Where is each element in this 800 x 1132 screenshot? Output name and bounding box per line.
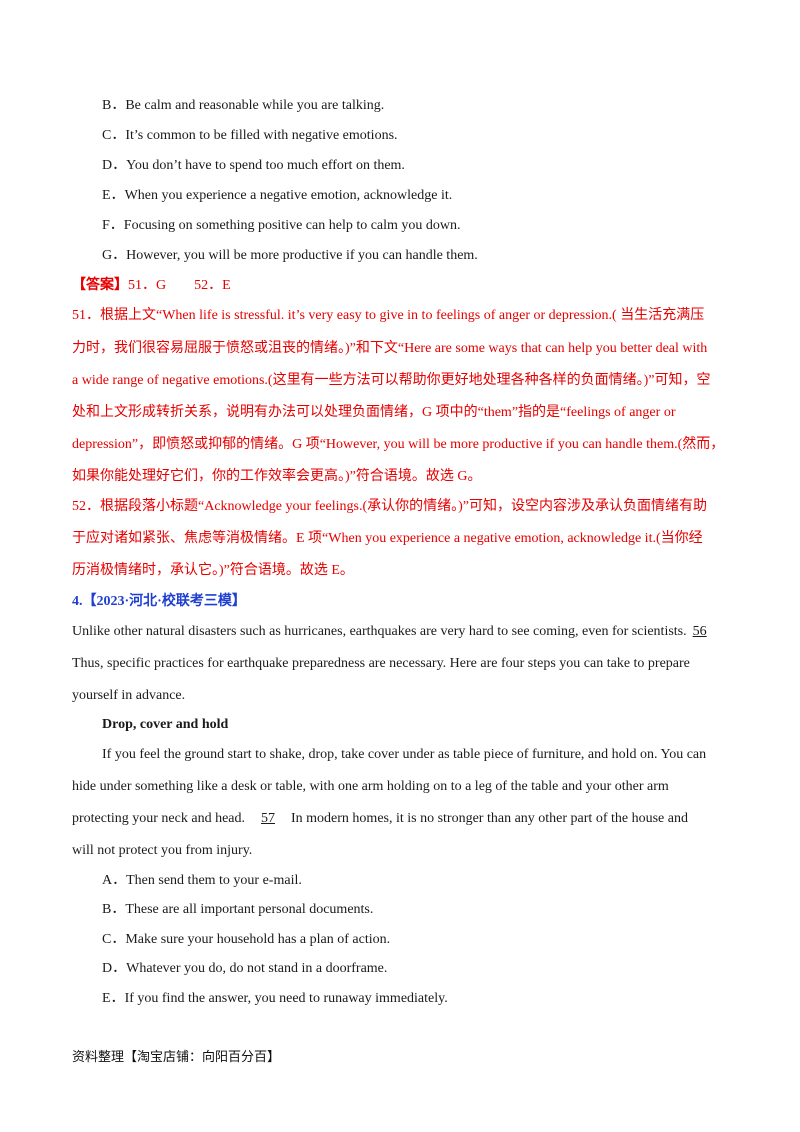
answer-line: 【答案】51．G 52．E — [72, 276, 231, 296]
blank-57[interactable]: 57 — [261, 811, 275, 826]
option-e: E．If you find the answer, you need to ru… — [102, 991, 448, 1006]
explanation-52-line: 52．根据段落小标题“Acknowledge your feelings.(承认… — [72, 499, 707, 514]
answer-text: 51．G 52．E — [128, 278, 231, 293]
answer-label: 【答案】 — [72, 278, 128, 293]
explanation-51-line: 51．根据上文“When life is stressful. it’s ver… — [72, 308, 705, 323]
explanation-51-line: 处和上文形成转折关系，说明有办法可以处理负面情绪，G 项中的“them”指的是“… — [72, 405, 676, 420]
explanation-51-line: a wide range of negative emotions.(这里有一些… — [72, 373, 711, 388]
option-d: D．Whatever you do, do not stand in a doo… — [102, 961, 388, 976]
option-b: B．Be calm and reasonable while you are t… — [102, 98, 385, 113]
option-a: A．Then send them to your e-mail. — [102, 873, 302, 888]
option-f: F．Focusing on something positive can hel… — [102, 218, 461, 233]
subheading: Drop, cover and hold — [102, 717, 229, 732]
option-d: D．You don’t have to spend too much effor… — [102, 158, 405, 173]
explanation-51-line: 如果你能处理好它们，你的工作效率会更高。)”符合语境。故选 G。 — [72, 469, 482, 484]
explanation-52-line: 历消极情绪时，承认它。)”符合语境。故选 E。 — [72, 563, 354, 578]
passage-line: will not protect you from injury. — [72, 843, 253, 858]
explanation-52-line: 于应对诸如紧张、焦虑等消极情绪。E 项“When you experience … — [72, 531, 703, 546]
passage-line: hide under something like a desk or tabl… — [72, 779, 669, 794]
section-title: 4.【2023·河北·校联考三模】 — [72, 594, 246, 609]
option-c: C．It’s common to be filled with negative… — [102, 128, 398, 143]
passage-line: Thus, specific practices for earthquake … — [72, 656, 690, 671]
passage-line: Unlike other natural disasters such as h… — [72, 622, 707, 642]
option-c: C．Make sure your household has a plan of… — [102, 932, 391, 947]
footer-note: 资料整理【淘宝店铺：向阳百分百】 — [72, 1050, 281, 1065]
explanation-51-line: 力时，我们很容易屈服于愤怒或沮丧的情绪。)”和下文“Here are some … — [72, 341, 708, 356]
option-b: B．These are all important personal docum… — [102, 902, 374, 917]
option-g: G．However, you will be more productive i… — [102, 248, 478, 263]
passage-line: yourself in advance. — [72, 688, 186, 703]
passage-line: If you feel the ground start to shake, d… — [102, 747, 707, 762]
explanation-51-line: depression”，即愤怒或抑郁的情绪。G 项“However, you w… — [72, 437, 725, 452]
option-e: E．When you experience a negative emotion… — [102, 188, 453, 203]
blank-56[interactable]: 56 — [692, 624, 707, 639]
